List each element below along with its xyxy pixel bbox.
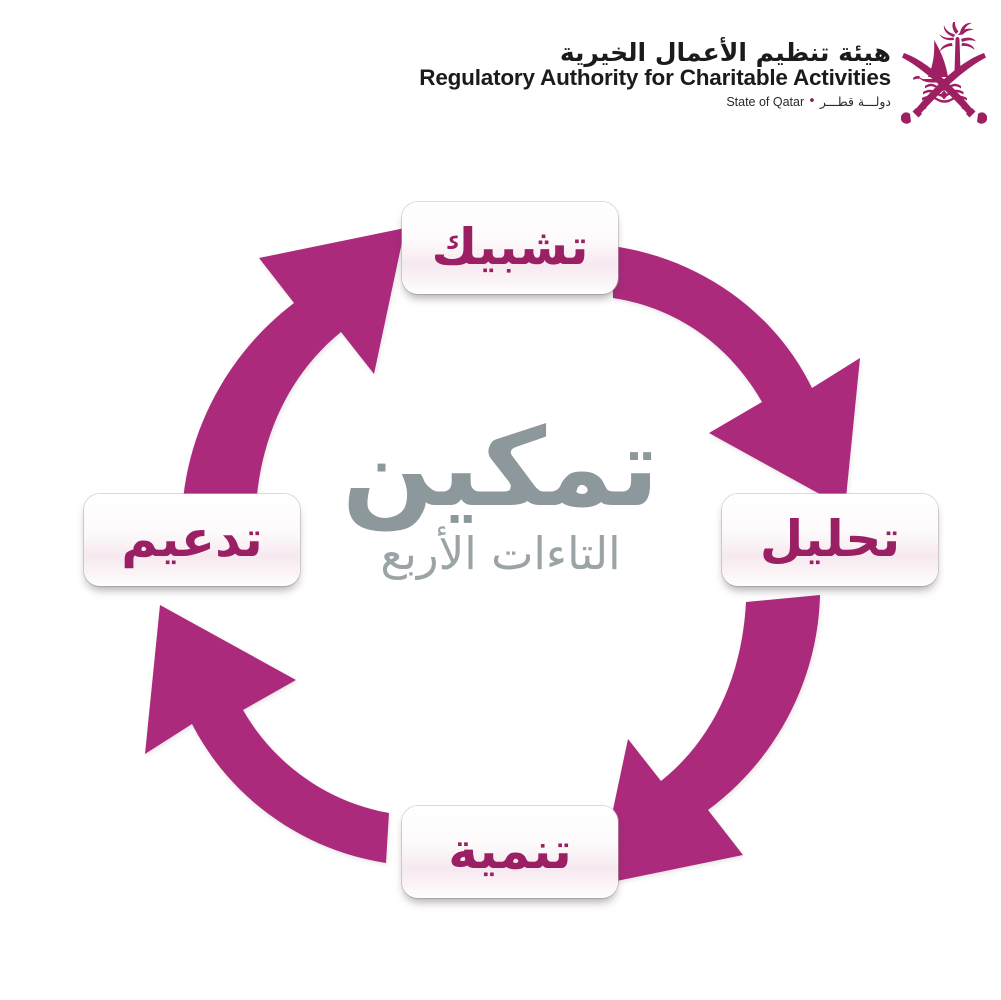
node-right-analysis[interactable]: تحليل bbox=[722, 494, 938, 586]
brand-subtitle-english: State of Qatar bbox=[726, 94, 805, 109]
arrow-top-left-icon bbox=[182, 228, 405, 514]
node-bottom-development[interactable]: تنمية bbox=[402, 806, 618, 898]
node-label-top: تشبيك bbox=[431, 217, 589, 276]
cycle-diagram bbox=[0, 150, 1001, 960]
node-left-support[interactable]: تدعيم bbox=[84, 494, 300, 586]
node-top-networking[interactable]: تشبيك bbox=[402, 202, 618, 294]
cycle-arrows-svg bbox=[145, 228, 860, 885]
brand-title-arabic: هيئة تنظيم الأعمال الخيرية bbox=[559, 37, 891, 67]
node-label-bottom: تنمية bbox=[448, 821, 572, 880]
brand-subtitle-arabic: دولـــة قطـــر bbox=[819, 93, 891, 109]
palm-tree-icon bbox=[939, 22, 976, 72]
brand-subtitle: دولـــة قطـــر • State of Qatar bbox=[726, 95, 891, 108]
node-label-left: تدعيم bbox=[121, 509, 263, 568]
brand-header: هيئة تنظيم الأعمال الخيرية Regulatory Au… bbox=[419, 22, 987, 126]
arrow-top-right-icon bbox=[612, 246, 860, 508]
water-waves-icon bbox=[922, 83, 967, 103]
brand-title-english: Regulatory Authority for Charitable Acti… bbox=[419, 64, 891, 90]
arrow-bottom-left-icon bbox=[145, 605, 389, 863]
bullet-separator-icon: • bbox=[808, 94, 816, 110]
node-label-right: تحليل bbox=[759, 509, 901, 568]
brand-text-block: هيئة تنظيم الأعمال الخيرية Regulatory Au… bbox=[419, 40, 891, 109]
arrow-bottom-right-icon bbox=[597, 595, 820, 885]
dhow-ship-icon bbox=[913, 40, 954, 83]
qatar-emblem-icon bbox=[901, 22, 987, 124]
